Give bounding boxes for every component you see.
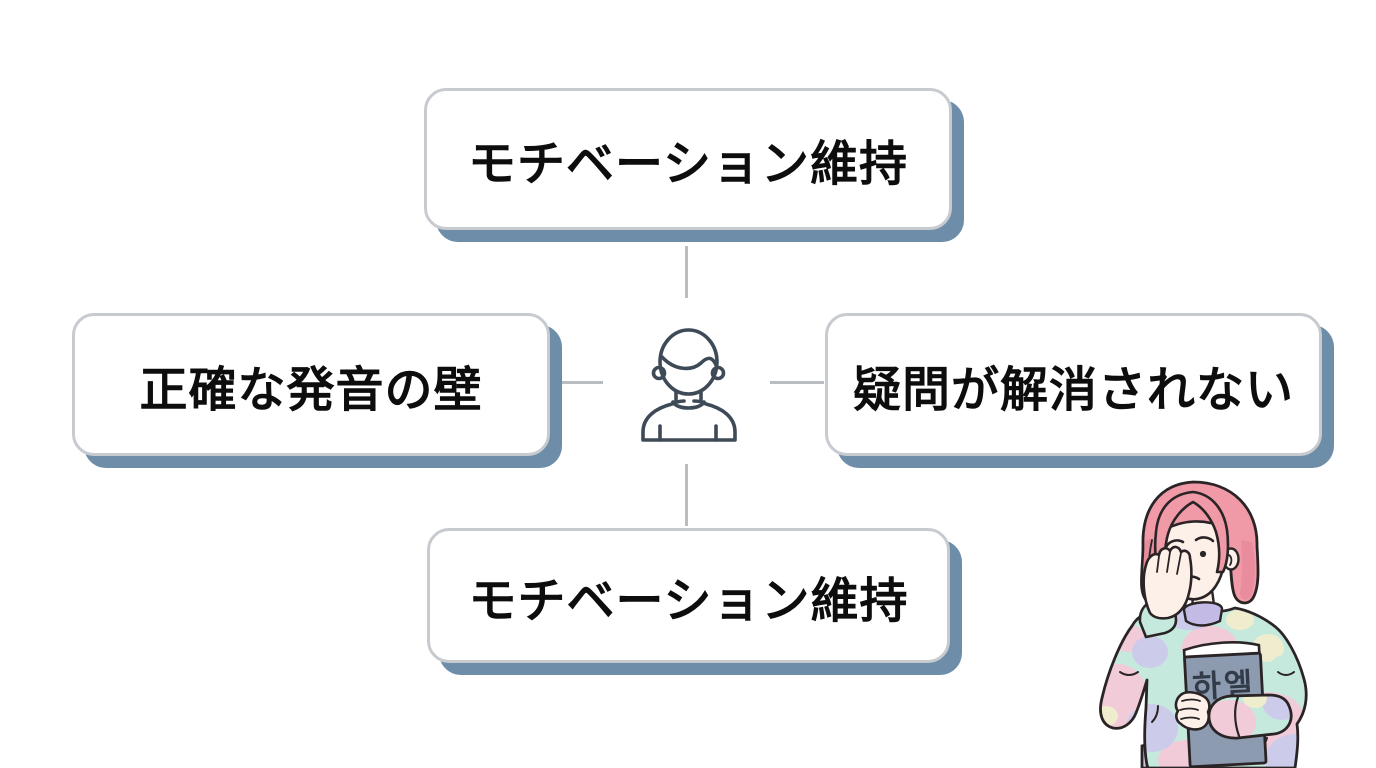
girl-collar	[1182, 601, 1224, 627]
person-icon	[641, 328, 737, 442]
node-box-bottom: モチベーション維持	[427, 528, 950, 663]
connector-top	[685, 246, 688, 298]
connector-bottom	[685, 464, 688, 526]
node-box-left: 正確な発音の壁	[72, 313, 550, 456]
girl-bangs	[1153, 490, 1230, 584]
connector-right	[770, 381, 824, 384]
node-label-right: 疑問が解消されない	[852, 361, 1294, 418]
connector-left	[552, 381, 603, 384]
girl-hand-on-cheek	[1142, 545, 1193, 620]
node-box-right: 疑問が解消されない	[825, 313, 1322, 456]
worried-girl-illustration: 하엘	[1099, 480, 1308, 768]
node-box-top: モチベーション維持	[424, 88, 952, 230]
node-label-bottom: モチベーション維持	[468, 572, 909, 629]
node-label-left: 正確な発音の壁	[139, 361, 483, 418]
node-label-top: モチベーション維持	[467, 136, 909, 192]
girl-right-hand	[1174, 690, 1211, 731]
